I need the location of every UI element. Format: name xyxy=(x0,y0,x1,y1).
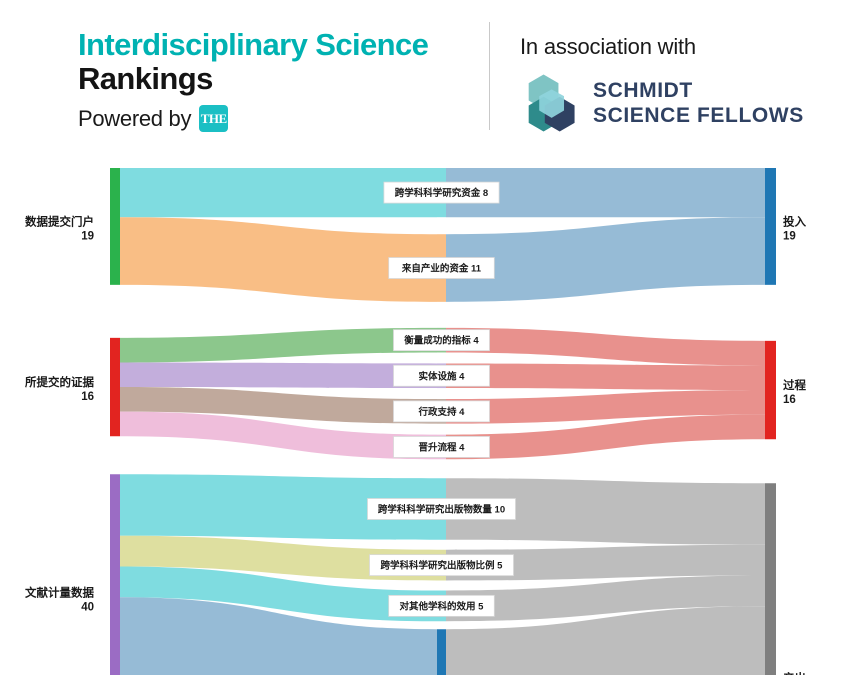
sankey-link[interactable] xyxy=(120,535,437,581)
sankey-link[interactable] xyxy=(446,327,765,366)
sankey-link[interactable] xyxy=(120,474,437,540)
sankey-source-label: 文献计量数据 xyxy=(25,585,94,599)
sankey-middle-label-box[interactable] xyxy=(388,594,495,617)
sankey-link[interactable] xyxy=(120,217,437,302)
sankey-middle-label-text: 实体设施 4 xyxy=(419,370,466,382)
sankey-link[interactable] xyxy=(446,390,765,424)
sankey-node-r1[interactable] xyxy=(765,340,776,440)
sankey-link[interactable] xyxy=(120,387,437,424)
sankey-middle-label-text: 跨学科科学研究出版物比例 5 xyxy=(381,560,504,572)
sankey-link[interactable] xyxy=(446,217,765,302)
sankey-target-value: 16 xyxy=(783,394,796,406)
sankey-middle-label-box[interactable] xyxy=(367,498,516,520)
sankey-source-value: 19 xyxy=(81,230,94,242)
partner-name: SCHMIDT SCIENCE FELLOWS xyxy=(593,78,804,128)
sankey-node-r2[interactable] xyxy=(765,483,776,675)
sankey-link[interactable] xyxy=(120,327,437,363)
sankey-node-n2[interactable] xyxy=(110,474,120,675)
sankey-link[interactable] xyxy=(120,168,437,218)
the-logo-icon: THE xyxy=(199,105,229,132)
sankey-middle-label-box[interactable] xyxy=(383,181,500,204)
sankey-node-r0[interactable] xyxy=(765,168,776,285)
sankey-link[interactable] xyxy=(446,414,765,460)
schmidt-hexagon-icon xyxy=(528,74,575,132)
sankey-middle-label-text: 衡量成功的指标 4 xyxy=(404,335,479,347)
powered-by-row: Powered by THE xyxy=(78,105,473,132)
sankey-svg: 跨学科科学研究资金 8 来自产业的资金 11 衡量成功的指标 4 实体设施 4 行政支持… xyxy=(25,168,806,675)
sankey-middle-label-box[interactable] xyxy=(393,364,490,387)
sankey-middle-label-text: 跨学科科学研究资金 8 xyxy=(395,187,488,199)
sankey-target-label: 产出 xyxy=(783,671,806,675)
sankey-middle-label-text: 对其他学科的效用 5 xyxy=(400,600,485,612)
sankey-middle-label-box[interactable] xyxy=(369,554,514,577)
sankey-middle-label-box[interactable] xyxy=(393,436,490,458)
the-logo-label: THE xyxy=(200,111,227,126)
sankey-source-value: 40 xyxy=(81,601,94,613)
sankey-links-layer xyxy=(120,168,765,675)
sankey-node-n1[interactable] xyxy=(110,337,120,437)
page-title-line-2: Rankings xyxy=(78,61,213,96)
page-title-line-1: Interdisciplinary Science xyxy=(78,27,429,62)
sankey-middle-label-box[interactable] xyxy=(393,329,490,352)
sankey-link[interactable] xyxy=(120,411,437,460)
sankey-link[interactable] xyxy=(446,363,765,391)
sankey-middle-label-text: 晋升流程 4 xyxy=(419,441,466,453)
partner-name-line-1: SCHMIDT xyxy=(593,79,693,102)
header-divider xyxy=(489,22,490,130)
sankey-target-value: 19 xyxy=(783,230,796,242)
sankey-link[interactable] xyxy=(446,606,765,675)
brand-block: Interdisciplinary Science Rankings Power… xyxy=(78,28,473,132)
sankey-link[interactable] xyxy=(446,544,765,581)
association-block: In association with SCHMIDT SCIENCE FELL… xyxy=(520,34,804,134)
powered-by-label: Powered by xyxy=(78,105,192,131)
sankey-middle-label-box[interactable] xyxy=(393,400,490,423)
sankey-side-labels-layer: 数据提交门户19所提交的证据16文献计量数据40问卷调查结果25投入19过程16… xyxy=(25,214,806,675)
sankey-target-label: 过程 xyxy=(783,378,806,392)
partner-logo-row: SCHMIDT SCIENCE FELLOWS xyxy=(520,72,804,134)
sankey-node-n0[interactable] xyxy=(110,168,120,285)
page-header: Interdisciplinary Science Rankings Power… xyxy=(0,0,845,150)
sankey-link[interactable] xyxy=(446,478,765,545)
sankey-middle-label-text: 来自产业的资金 11 xyxy=(401,263,482,275)
sankey-source-label: 数据提交门户 xyxy=(25,214,94,228)
sankey-middle-label-text: 行政支持 4 xyxy=(418,406,466,418)
sankey-link[interactable] xyxy=(446,168,765,218)
sankey-node-m9[interactable] xyxy=(437,629,446,675)
sankey-source-value: 16 xyxy=(81,391,94,403)
sankey-source-label: 所提交的证据 xyxy=(25,375,94,389)
sankey-target-label: 投入 xyxy=(783,214,806,228)
sankey-link[interactable] xyxy=(120,566,437,622)
sankey-middle-label-text: 跨学科科学研究出版物数量 10 xyxy=(378,504,505,516)
sankey-link[interactable] xyxy=(120,597,437,675)
partner-name-line-2: SCIENCE FELLOWS xyxy=(593,104,804,127)
sankey-middle-label-box[interactable] xyxy=(388,257,495,279)
association-label: In association with xyxy=(520,34,696,59)
sankey-link[interactable] xyxy=(120,362,437,389)
sankey-diagram: 跨学科科学研究资金 8 来自产业的资金 11 衡量成功的指标 4 实体设施 4 行政支持… xyxy=(0,150,845,675)
sankey-link[interactable] xyxy=(446,575,765,622)
sankey-middle-labels-layer: 跨学科科学研究资金 8 来自产业的资金 11 衡量成功的指标 4 实体设施 4 行政支持… xyxy=(367,181,516,617)
